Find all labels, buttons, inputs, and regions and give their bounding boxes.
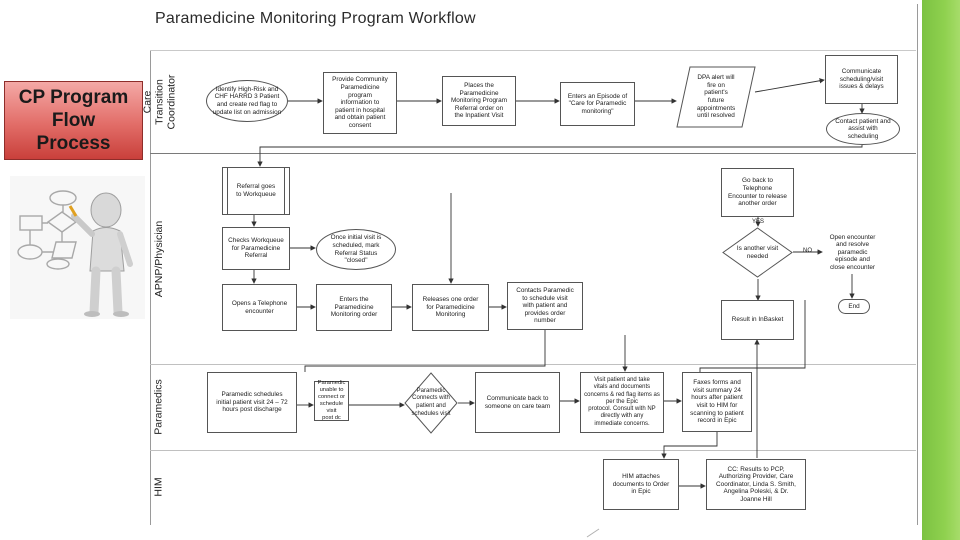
decision-diamond-shape [404,372,458,434]
diagram-title-bar [150,4,916,51]
lane-label-paramedics: Paramedics [153,379,166,435]
lane-ctc: Care Transition Coordinator [141,52,177,152]
lane-separator [150,364,916,365]
lane-aprn: APNP/Physician [150,155,168,363]
decision-diamond-shape [722,227,793,278]
node-para-connects: Paramedic Connects with patient and sche… [404,372,458,434]
node-visit-patient: Visit patient and take vitals and docume… [580,372,664,433]
node-open-encounter: Open encounter and resolve paramedic epi… [823,231,882,274]
node-communicate-scheduling: Communicate scheduling/visit issues & de… [825,55,898,104]
lane-separator [150,153,916,154]
parallelogram-shape [676,66,756,128]
node-faxes-forms: Faxes forms and visit summary 24 hours a… [682,372,752,432]
accent-green-bar [922,0,960,540]
lane-paramedics: Paramedics [150,365,168,449]
node-contacts-paramedic: Contacts Paramedic to schedule visit wit… [507,282,583,330]
node-places-referral: Places the Paramedicine Monitoring Progr… [442,76,516,126]
diagram-title: Paramedicine Monitoring Program Workflow [155,10,476,27]
edge-label-yes: YES [752,219,765,225]
node-opens-telephone: Opens a Telephone encounter [222,284,297,331]
node-dpa-alert: DPA alert will fire on patient's future … [676,66,756,128]
lane-label-aprn: APNP/Physician [153,220,166,298]
lane-him: HIM [150,452,168,522]
edge-label-no: NO [803,248,812,254]
node-para-unable: Paramedic unable to connect or schedule … [314,380,349,421]
node-identify: Identify High-Risk and CHF HARRD 3 Patie… [206,80,288,122]
node-him-attaches: HIM attaches documents to Order in Epic [603,459,679,510]
node-contact-patient: Contact patient and assist with scheduli… [826,113,900,145]
node-enters-episode: Enters an Episode of "Care for Paramedic… [560,82,635,126]
decorative-stroke-icon [586,528,600,538]
node-result-inbasket: Result in InBasket [721,300,794,340]
cp-program-badge: CP Program Flow Process [4,81,143,160]
node-para-schedules: Paramedic schedules initial patient visi… [207,372,297,433]
lane-label-ctc: Care Transition Coordinator [141,74,177,130]
lane-label-him: HIM [153,477,165,497]
node-enters-order: Enters the Paramedicine Monitoring order [316,284,392,331]
node-another-visit: Is another visit needed [722,227,793,278]
node-go-back: Go back to Telephone Encounter to releas… [721,168,794,217]
flowchart-figure-icon [10,176,145,319]
lane-separator [150,450,916,451]
node-provide-info: Provide Community Paramedicine program i… [323,72,397,134]
node-end: End [838,299,870,314]
node-releases-order: Releases one order for Paramedicine Moni… [412,284,489,331]
node-referral-workqueue: Referral goes to Workqueue [222,167,290,215]
node-communicate-back: Communicate back to someone on care team [475,372,560,433]
node-cc-results: CC: Results to PCP, Authorizing Provider… [706,459,806,510]
node-once-initial: Once initial visit is scheduled, mark Re… [316,229,396,270]
node-checks-workqueue: Checks Workqueue for Paramedicine Referr… [222,227,290,270]
